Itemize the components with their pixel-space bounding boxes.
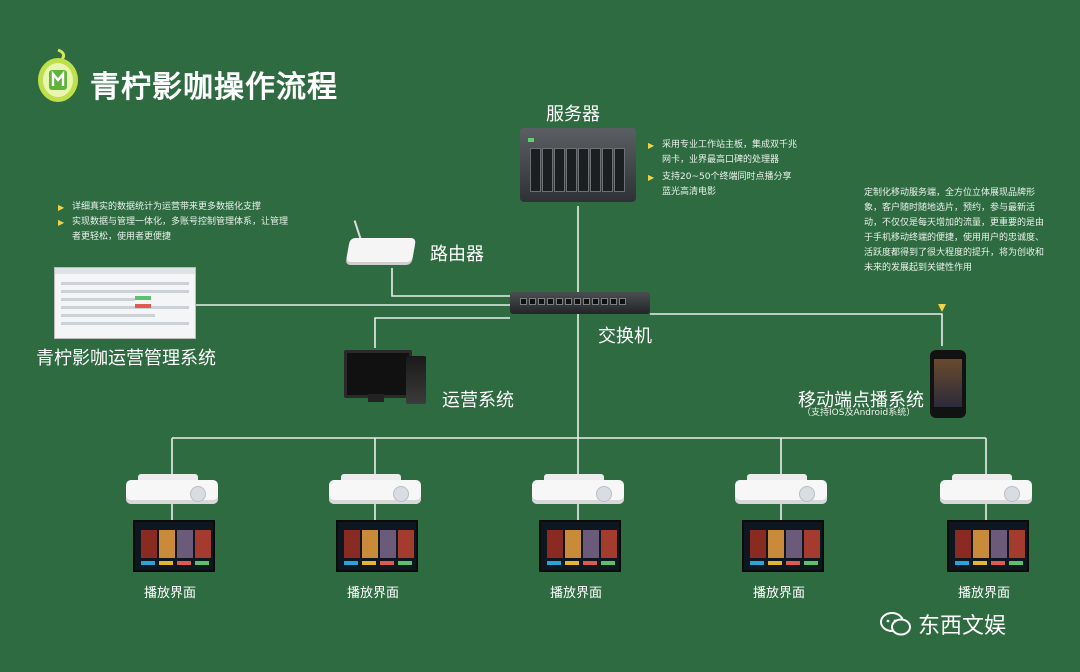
projector-icon <box>735 480 827 504</box>
projector-icon <box>940 480 1032 504</box>
mobile-arrow-icon <box>938 304 946 312</box>
management-notes: 详细真实的数据统计为运营带来更多数据化支撑 实现数据与管理一体化，多账号控制管理… <box>58 200 294 245</box>
operations-label: 运营系统 <box>442 386 514 412</box>
management-label: 青柠影咖运营管理系统 <box>36 344 216 370</box>
management-screenshot <box>54 267 196 339</box>
play-screen-label: 播放界面 <box>144 582 196 601</box>
server-note: 采用专业工作站主板，集成双千兆网卡，业界最高口碑的处理器 <box>648 138 798 168</box>
page-title: 青柠影咖操作流程 <box>90 62 338 106</box>
projector-icon <box>126 480 218 504</box>
watermark-text: 东西文娱 <box>918 608 1006 640</box>
mobile-switch-link <box>650 314 942 346</box>
play-screen-thumbnail <box>336 520 418 572</box>
pc-tower-icon <box>406 356 426 404</box>
server-icon <box>520 128 636 202</box>
play-screen-label: 播放界面 <box>347 582 399 601</box>
lime-logo-icon <box>34 48 82 104</box>
management-note: 实现数据与管理一体化，多账号控制管理体系，让管理者更轻松，使用者更便捷 <box>58 215 294 245</box>
server-label: 服务器 <box>546 100 600 126</box>
monitor-stand-icon <box>368 394 384 402</box>
router-label: 路由器 <box>430 240 484 266</box>
phone-icon <box>930 350 966 418</box>
play-screen-thumbnail <box>947 520 1029 572</box>
projector-icon <box>329 480 421 504</box>
router-switch-link <box>392 268 510 296</box>
server-notes: 采用专业工作站主板，集成双千兆网卡，业界最高口碑的处理器 支持20~50个终端同… <box>648 138 798 200</box>
router-icon <box>346 238 416 262</box>
mobile-note: 定制化移动服务端，全方位立体展现品牌形象，客户随时随地选片，预约，参与最新活动，… <box>864 186 1044 276</box>
projector-icon <box>532 480 624 504</box>
mobile-sublabel: （支持IOS及Android系统） <box>802 406 915 421</box>
play-screen-label: 播放界面 <box>550 582 602 601</box>
monitor-icon <box>344 350 412 398</box>
operations-switch-link <box>375 318 510 348</box>
server-note: 支持20~50个终端同时点播分享蓝光高清电影 <box>648 170 798 200</box>
switch-label: 交换机 <box>598 322 652 348</box>
play-screen-thumbnail <box>133 520 215 572</box>
play-screen-thumbnail <box>742 520 824 572</box>
management-note: 详细真实的数据统计为运营带来更多数据化支撑 <box>58 200 294 215</box>
play-screen-thumbnail <box>539 520 621 572</box>
play-screen-label: 播放界面 <box>753 582 805 601</box>
chat-bubbles-icon <box>880 612 912 636</box>
play-screen-label: 播放界面 <box>958 582 1010 601</box>
switch-icon <box>510 292 650 314</box>
